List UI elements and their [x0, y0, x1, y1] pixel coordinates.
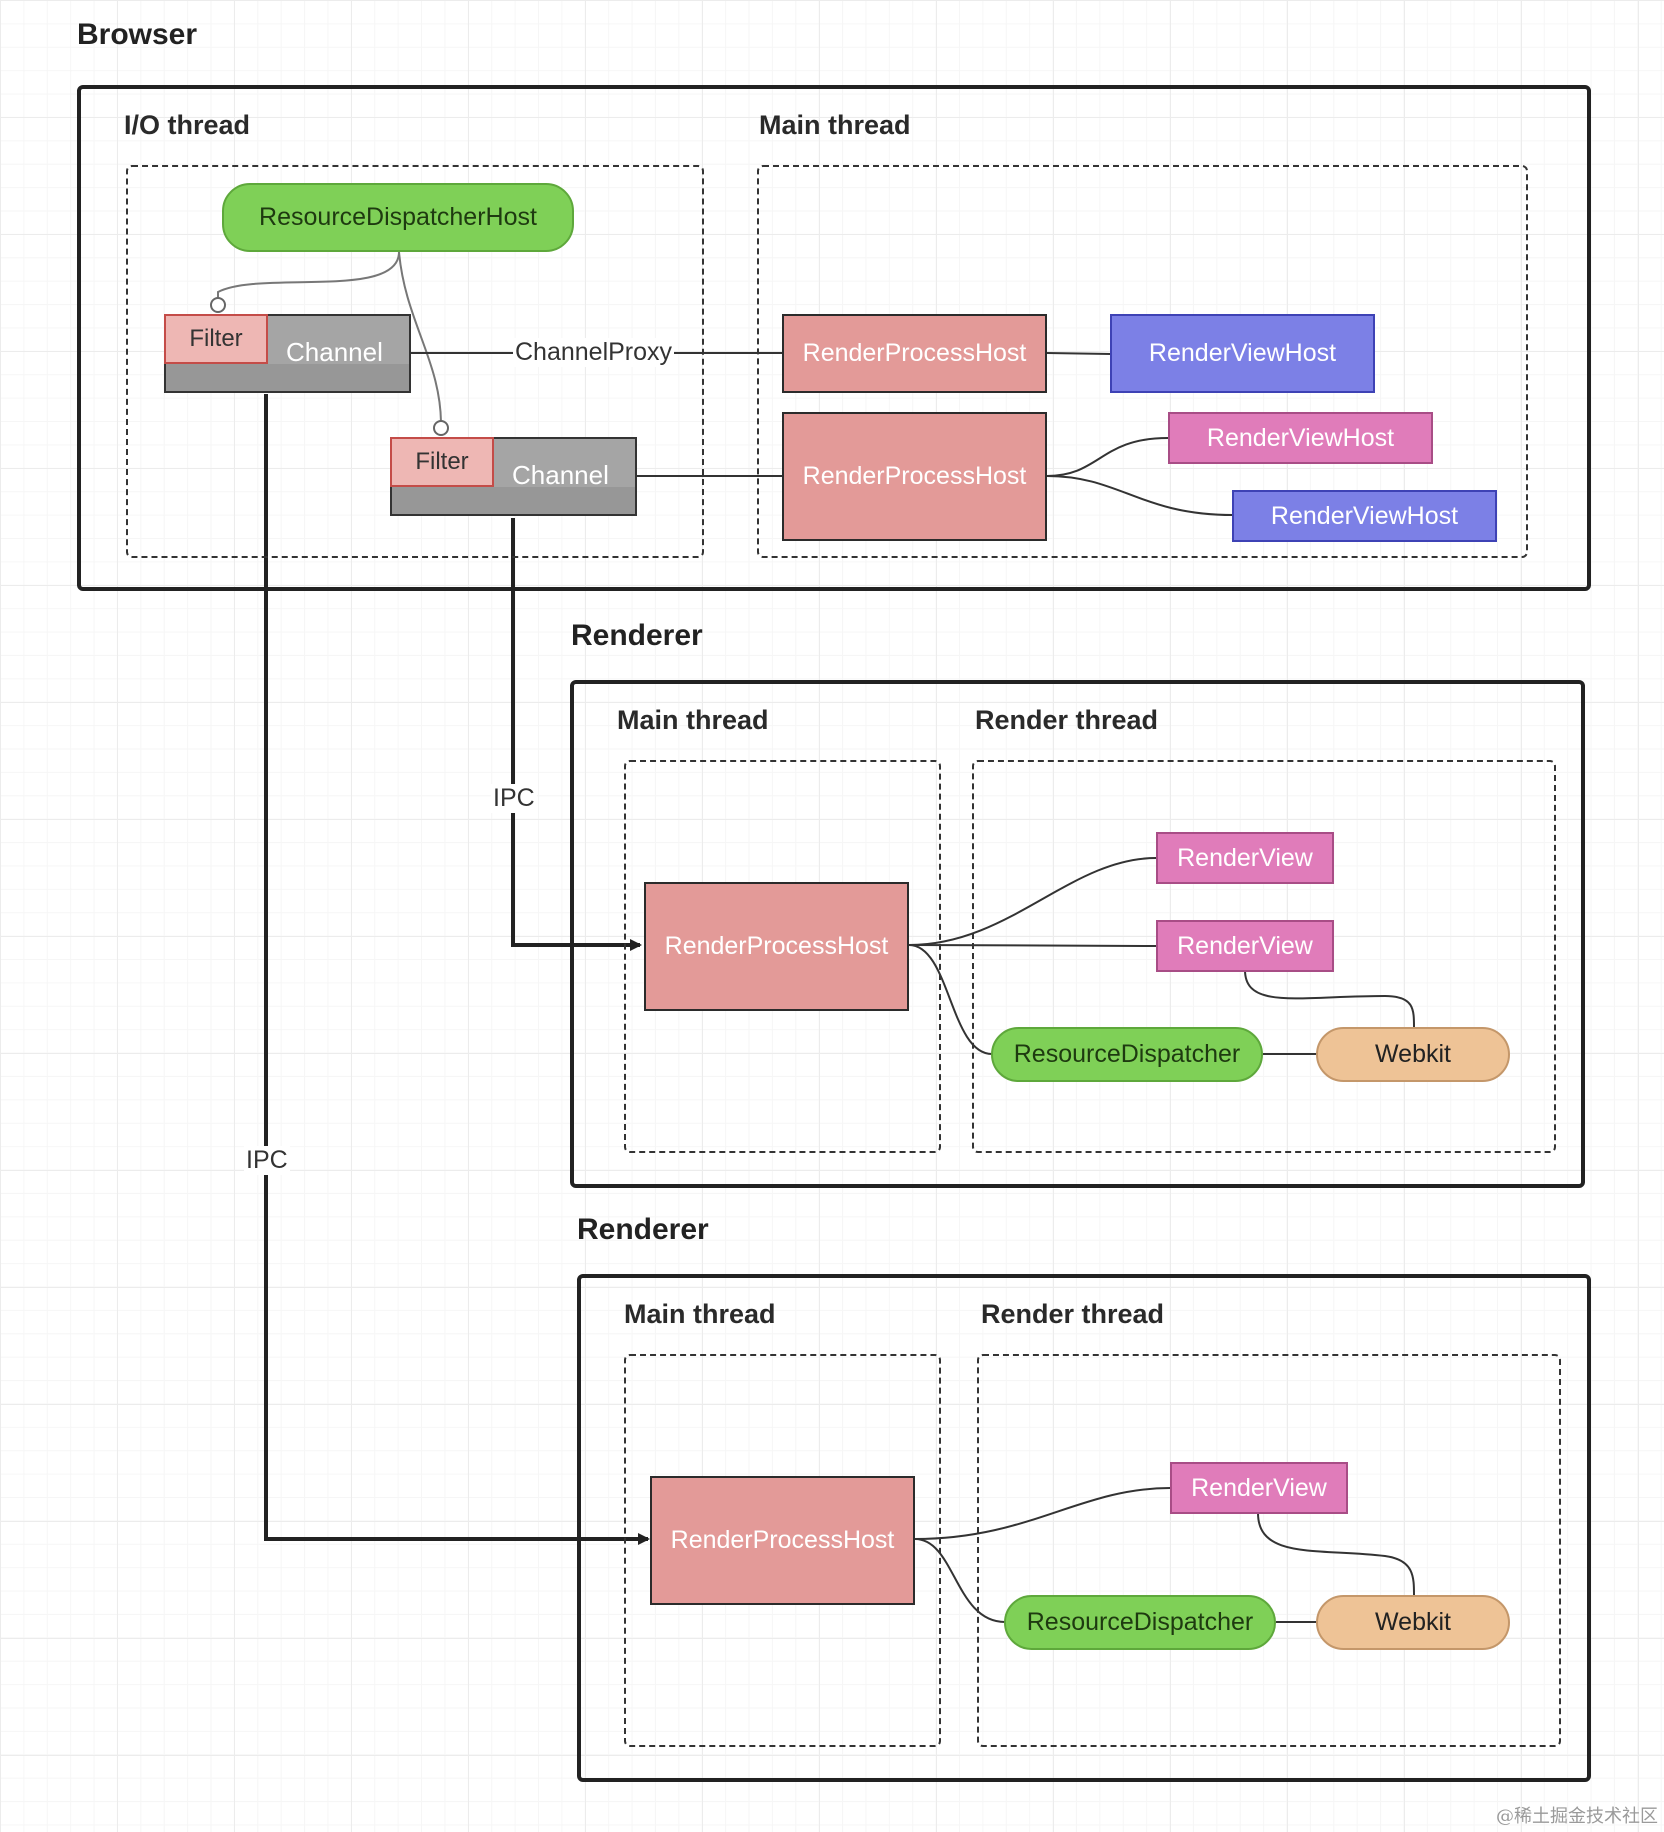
browser-render-process-host-2[interactable]: RenderProcessHost — [782, 412, 1047, 541]
renderer-1-render-view-1[interactable]: RenderView — [1156, 832, 1334, 884]
browser-io-thread-frame — [126, 165, 704, 558]
browser-main-thread-frame — [757, 165, 1528, 558]
channel-1-label: Channel — [286, 337, 383, 367]
browser-main-thread-label: Main thread — [759, 110, 911, 140]
renderer-1-render-thread-label: Render thread — [975, 705, 1159, 735]
renderer-2-webkit[interactable]: Webkit — [1316, 1595, 1510, 1650]
renderer-2-main-thread-frame — [624, 1354, 941, 1747]
renderer-1-main-thread-label: Main thread — [617, 705, 769, 735]
channel-2-label: Channel — [512, 460, 609, 490]
ipc-label-renderer-1: IPC — [491, 784, 537, 813]
renderer-1-title: Renderer — [571, 619, 703, 652]
renderer-2-resource-dispatcher[interactable]: ResourceDispatcher — [1004, 1595, 1276, 1650]
renderer-2-title: Renderer — [577, 1213, 709, 1246]
renderer-2-main-thread-label: Main thread — [624, 1299, 776, 1329]
render-view-host-2[interactable]: RenderViewHost — [1168, 412, 1433, 464]
browser-render-process-host-1[interactable]: RenderProcessHost — [782, 314, 1047, 393]
filter-1[interactable]: Filter — [164, 314, 268, 364]
filter-2[interactable]: Filter — [390, 437, 494, 487]
renderer-1-frame — [570, 680, 1585, 1188]
renderer-1-main-thread-frame — [624, 760, 941, 1153]
browser-process-frame — [77, 85, 1591, 591]
renderer-2-render-thread-frame — [977, 1354, 1561, 1747]
renderer-1-render-thread-frame — [972, 760, 1556, 1153]
rdh-to-filter-2-wire — [398, 251, 442, 423]
r2-rv-to-webkit-wire — [1257, 1512, 1416, 1599]
render-view-host-3[interactable]: RenderViewHost — [1232, 490, 1497, 542]
renderer-2-render-process-host[interactable]: RenderProcessHost — [650, 1476, 915, 1605]
renderer-2-frame — [577, 1274, 1591, 1782]
resource-dispatcher-host[interactable]: ResourceDispatcherHost — [222, 183, 574, 252]
ipc-line-renderer-1 — [511, 518, 642, 951]
ipc-line-renderer-2 — [264, 394, 650, 1545]
renderer-1-resource-dispatcher[interactable]: ResourceDispatcher — [991, 1027, 1263, 1082]
r1-rph-to-rv-1-wire — [908, 857, 1157, 946]
r2-rph-to-rv-wire — [914, 1487, 1171, 1540]
rdh-to-filter-1-wire — [217, 251, 400, 300]
rph-1-to-rvh-1-wire — [1046, 352, 1112, 355]
renderer-1-render-process-host[interactable]: RenderProcessHost — [644, 882, 909, 1011]
filter-2-socket — [433, 420, 449, 436]
renderer-2-render-view-1[interactable]: RenderView — [1170, 1462, 1348, 1514]
filter-1-socket — [210, 297, 226, 313]
channel-proxy-label: ChannelProxy — [513, 338, 675, 367]
renderer-2-render-thread-label: Render thread — [981, 1299, 1165, 1329]
r1-rph-to-rd-wire — [908, 944, 993, 1055]
rph-2-to-rvh-3-wire — [1046, 475, 1234, 516]
browser-io-thread-label: I/O thread — [124, 110, 251, 140]
rph-2-to-rvh-2-wire — [1046, 437, 1169, 477]
renderer-1-webkit[interactable]: Webkit — [1316, 1027, 1510, 1082]
r2-rph-to-rd-wire — [914, 1538, 1006, 1623]
render-view-host-1[interactable]: RenderViewHost — [1110, 314, 1375, 393]
r1-rv-2-to-webkit-wire — [1244, 969, 1416, 1031]
renderer-1-render-view-2[interactable]: RenderView — [1156, 920, 1334, 972]
browser-title: Browser — [77, 18, 198, 51]
ipc-label-renderer-2: IPC — [244, 1146, 290, 1175]
watermark: @稀土掘金技术社区 — [1496, 1806, 1658, 1827]
r1-rph-to-rv-2-wire — [908, 944, 1157, 947]
